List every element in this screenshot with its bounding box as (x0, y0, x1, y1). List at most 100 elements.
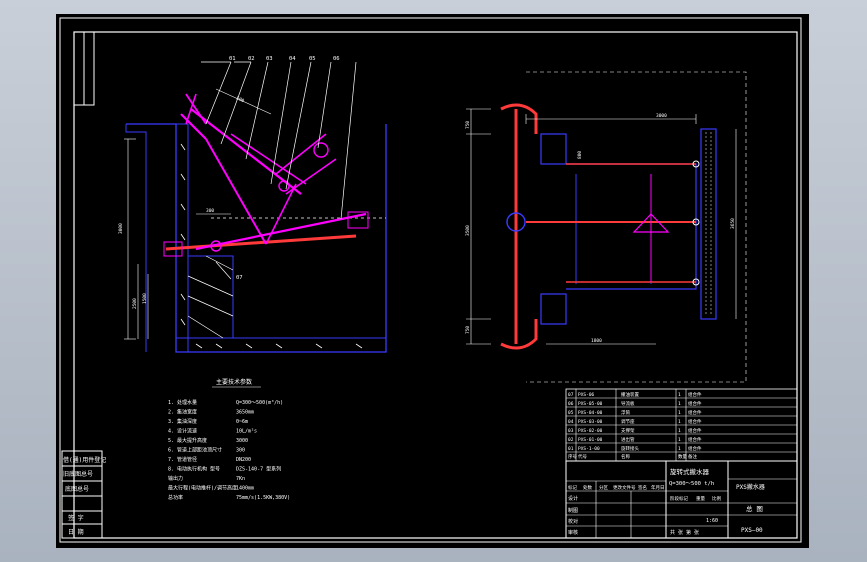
parts-header-cell: 数量 (678, 453, 687, 460)
tech-row-value: 0~6m (236, 419, 248, 425)
title-capacity: Q=300～500 t/h (669, 481, 714, 487)
scale-label: 比例 (712, 495, 721, 502)
stage-mark: 阶段标记 (670, 495, 688, 502)
tech-row-value: 3650mm (236, 410, 254, 416)
parts-cell: PXS-01-00 (578, 437, 603, 443)
parts-cell: 组合件 (688, 436, 702, 443)
tech-row-label: 输出力 (168, 475, 183, 482)
title-drawing-no: PXS—00 (741, 527, 763, 534)
dim-sv-lower: 2500 (132, 298, 138, 309)
title-drawing-type: 总 图 (746, 504, 763, 513)
tech-row-label: 6. 管道上部距池顶尺寸 (168, 447, 222, 454)
row-label-design: 设计 (568, 495, 578, 502)
parts-cell: PXS-04-00 (578, 410, 603, 416)
tech-row-value: Q=300～500(m³/h) (236, 400, 283, 406)
parts-header-cell: 序号 (568, 453, 577, 460)
parts-cell: 1 (678, 401, 681, 407)
tech-row-label: 5. 最大提升高度 (168, 437, 207, 444)
parts-cell: 05 (568, 410, 574, 416)
outlet-pipe (165, 234, 357, 251)
parts-cell: 组合件 (688, 427, 702, 434)
cad-drawing-sheet: 借(通)用件登记 旧底图总号 底图总号 签 字 日 期 (56, 14, 809, 548)
plan-view: 3000 750 3500 750 1800 3650 800 (465, 71, 747, 383)
dim-pv-arm: 1800 (591, 338, 602, 344)
parts-cell: 1 (678, 392, 681, 398)
hdr-change: 更改文件号 (613, 484, 636, 491)
tech-row-value: DN200 (236, 457, 251, 463)
parts-cell: PXS-03-00 (578, 419, 603, 425)
tech-row-label: 总功率 (168, 494, 183, 501)
title-scale: 1:60 (706, 518, 718, 524)
collector-trough (700, 128, 717, 320)
parts-cell: 03 (568, 428, 574, 434)
tech-row-label: 1. 处理水量 (168, 399, 197, 406)
parts-cell: PXS-06 (578, 392, 595, 398)
parts-cell: 组合件 (688, 445, 702, 452)
callout-04: 04 (289, 56, 296, 62)
parts-cell: 组合件 (688, 409, 702, 416)
tech-row-label: 3. 集油深度 (168, 418, 197, 425)
parts-cell: 旋转接头 (621, 445, 639, 452)
tech-table-title: 主要技术参数 (216, 378, 252, 386)
parts-cell: 撇油装置 (621, 391, 639, 398)
stamp-line-5: 日 期 (68, 528, 84, 536)
tech-row-label: 最大行程(电动推杆)/调节高度 (168, 485, 237, 492)
callout-05: 05 (309, 56, 316, 62)
parts-cell: 组合件 (688, 391, 702, 398)
parts-cell: 进出管 (621, 436, 635, 443)
parts-header-cell: 代号 (578, 453, 587, 460)
parts-cell: 1 (678, 410, 681, 416)
callout-07: 07 (236, 275, 243, 281)
callout-06: 06 (333, 56, 340, 62)
tech-row-label: 4. 设计流速 (168, 428, 197, 435)
parts-cell: 06 (568, 401, 574, 407)
dim-sv-height: 3000 (118, 223, 124, 234)
hdr-sign: 签名 (638, 484, 647, 491)
row-label-draw: 制图 (568, 507, 578, 514)
tech-row-value: 7Kn (236, 476, 245, 482)
parts-cell: 1 (678, 419, 681, 425)
stamp-line-4: 签 字 (68, 514, 84, 522)
row-label-review: 审核 (568, 529, 578, 536)
dim-pv-mid: 3500 (465, 225, 471, 236)
callout-03: 03 (266, 56, 273, 62)
parts-cell: 1 (678, 428, 681, 434)
parts-cell: 组合件 (688, 418, 702, 425)
stamp-line-1: 借(通)用件登记 (63, 456, 106, 464)
dim-pv-flange: 800 (577, 151, 583, 159)
skimmer-arm (195, 212, 367, 251)
inner-frame (73, 31, 798, 539)
parts-cell: 调节座 (621, 418, 635, 425)
parts-cell: 07 (568, 392, 574, 398)
title-sheet-info: 共 张 第 张 (670, 529, 699, 536)
parts-cell: 1 (678, 437, 681, 443)
parts-cell: 04 (568, 419, 574, 425)
dim-sv-mid: 1500 (142, 293, 148, 304)
dim-pv-bottom: 750 (465, 326, 471, 334)
parts-cell: 导流板 (621, 400, 635, 407)
tech-row-label: 8. 电动执行机构 型号 (168, 466, 220, 473)
dim-pv-width: 3000 (656, 113, 667, 119)
title-block: 旋转式撇水器 Q=300～500 t/h PXS撇水器 总 图 PXS—00 1… (565, 460, 798, 539)
tech-row-value: 300 (236, 448, 245, 454)
parts-header-cell: 名称 (621, 453, 630, 460)
tech-row-value: 10L/m²s (236, 429, 257, 435)
parts-cell: 组合件 (688, 400, 702, 407)
stamp-line-3: 底图总号 (65, 485, 89, 493)
tech-row-value: DZS-140-7 型系列 (236, 466, 281, 473)
binding-strip: 借(通)用件登记 旧底图总号 底图总号 签 字 日 期 (61, 31, 106, 539)
drawing-canvas[interactable]: 借(通)用件登记 旧底图总号 底图总号 签 字 日 期 (56, 14, 809, 548)
parts-cell: PXS-02-00 (578, 428, 603, 434)
dim-sv-offset: 300 (206, 208, 214, 214)
hdr-count: 处数 (583, 484, 592, 491)
tech-row-label: 7. 管道管径 (168, 456, 197, 463)
tech-row-value: 3000 (236, 438, 248, 444)
hdr-zone: 分区 (599, 484, 608, 491)
tech-row-value: 75mm/s(1.5KW,380V) (236, 495, 290, 501)
dim-sv-top: 500 (235, 95, 245, 104)
parts-cell: 02 (568, 437, 574, 443)
parts-cell: 浮筒 (621, 409, 630, 416)
mass-label: 重量 (696, 495, 705, 502)
